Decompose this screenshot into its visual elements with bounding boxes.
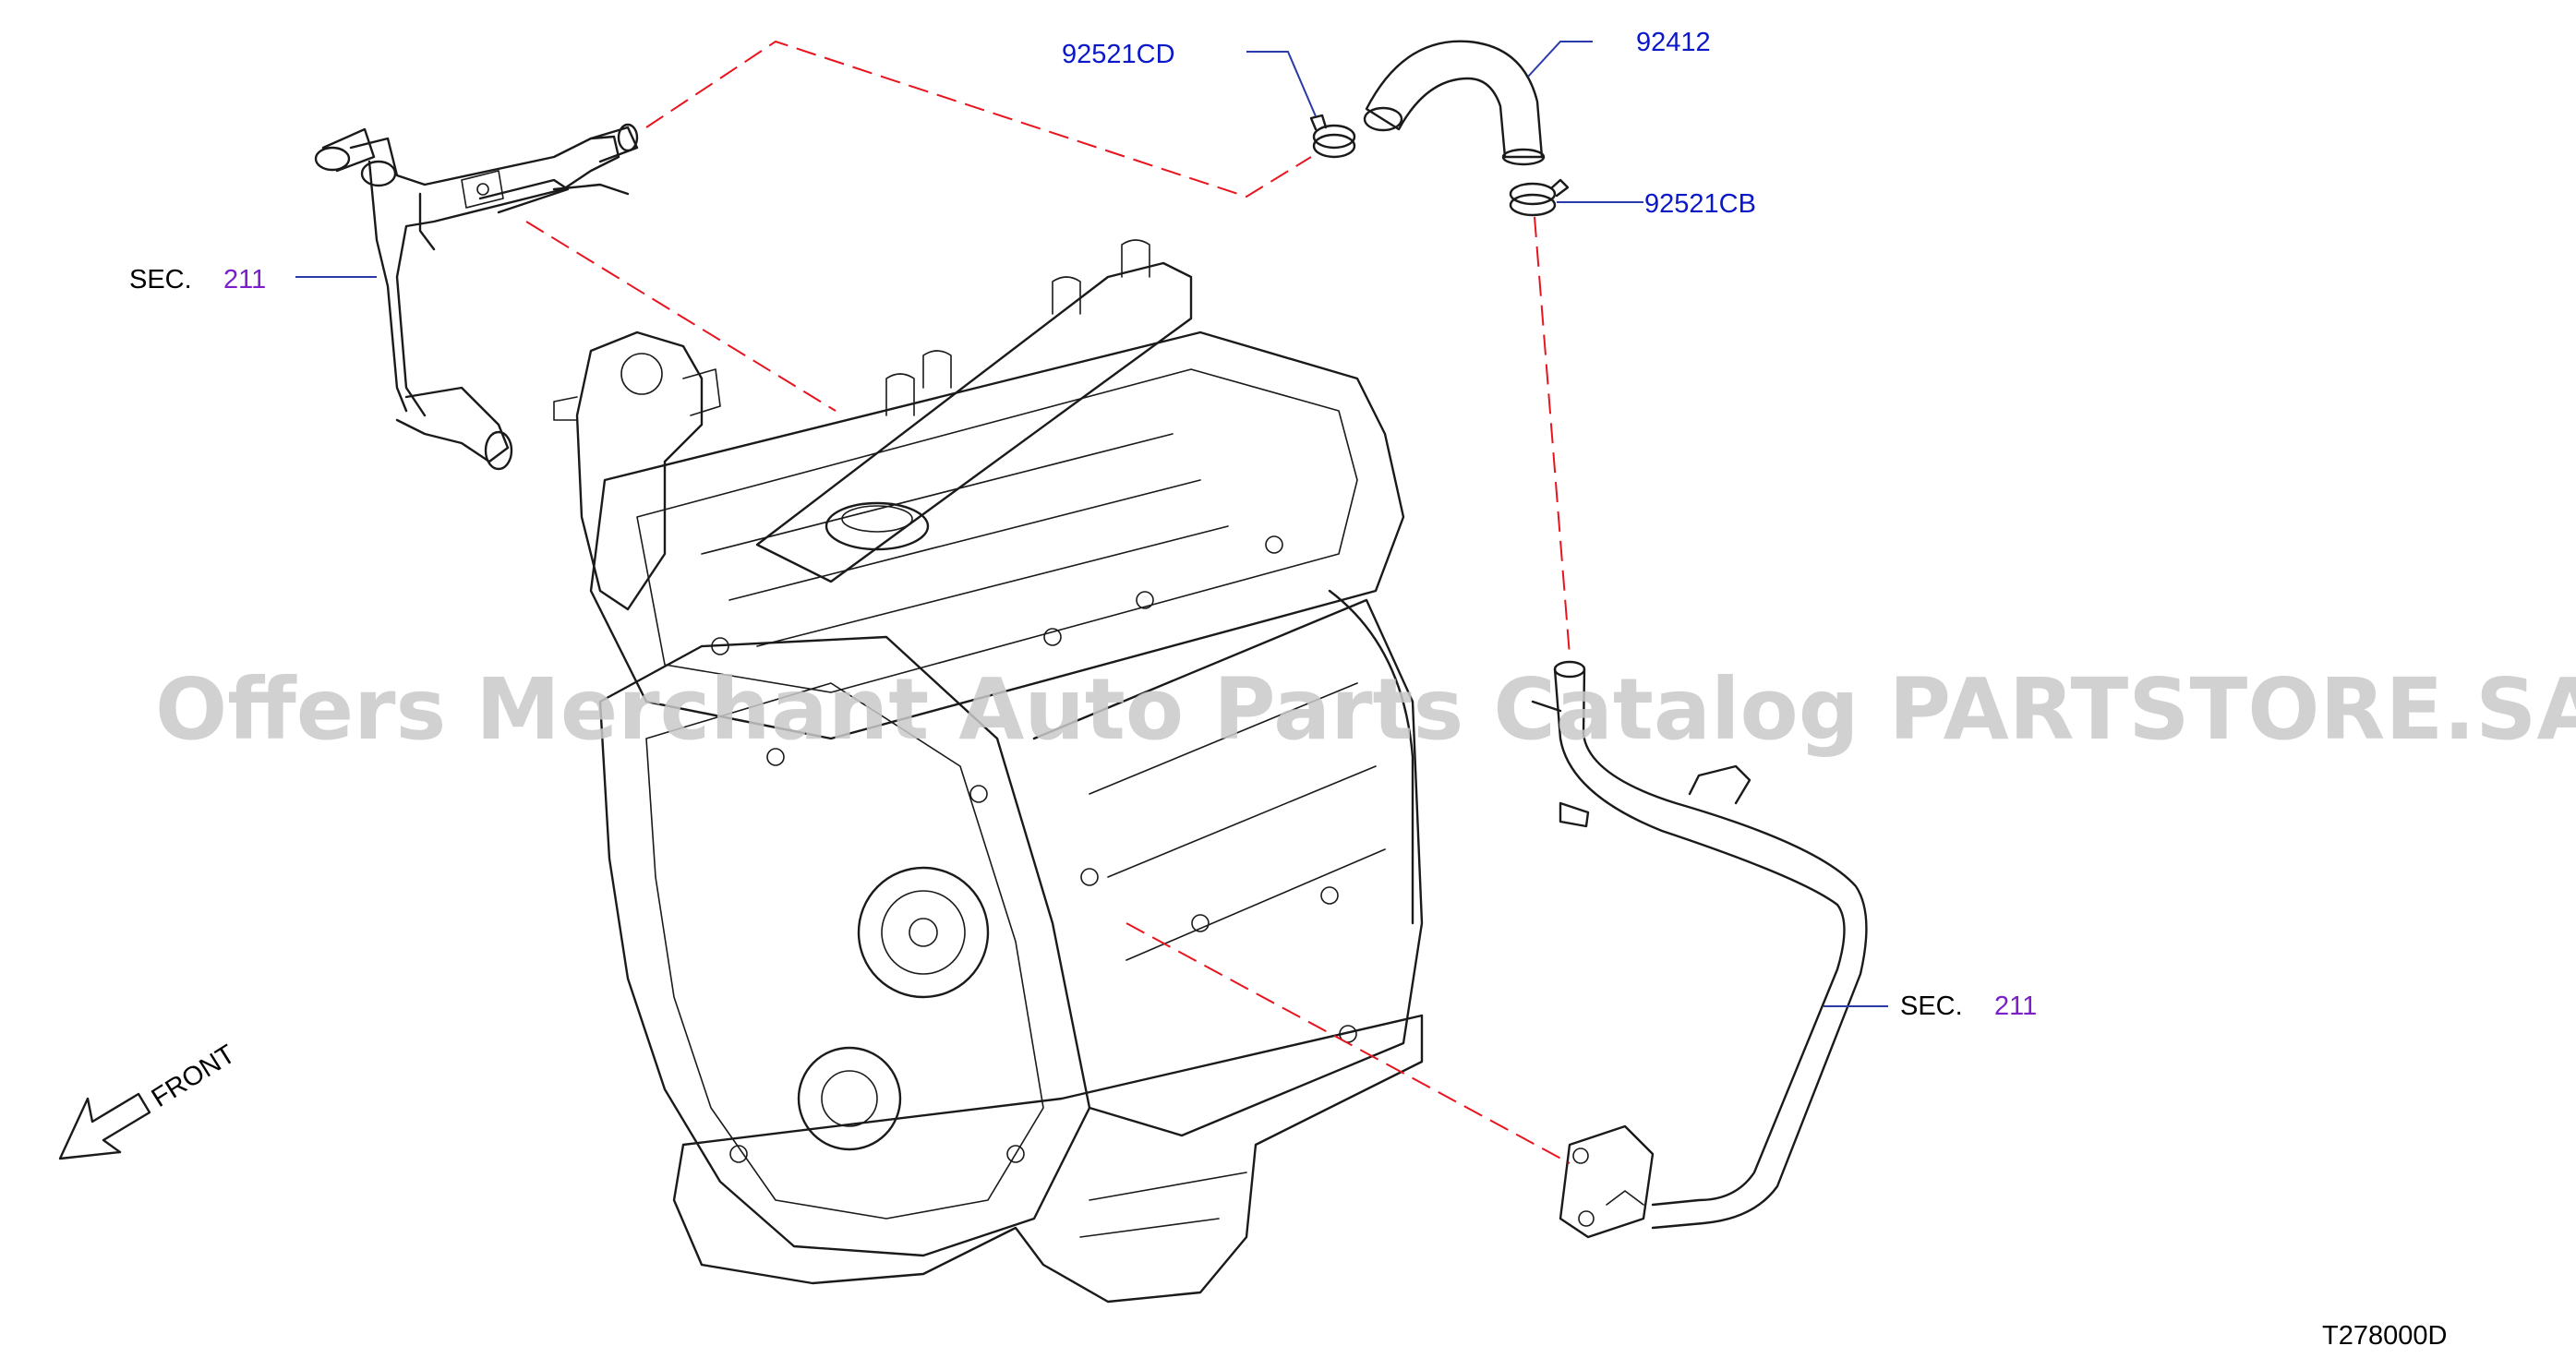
alignment-dashed-lines	[525, 40, 1571, 1164]
part-label-92521CB[interactable]: 92521CB	[1644, 189, 1756, 219]
label-leader-lines	[295, 41, 1888, 1007]
hose-clamp-92521CB-drawing	[1509, 178, 1570, 217]
diagram-code: T278000D	[2322, 1321, 2447, 1351]
watermark-text: Offers Merchant Auto Parts Catalog PARTS…	[155, 660, 2576, 759]
part-label-92412[interactable]: 92412	[1636, 28, 1711, 57]
front-label: FRONT	[147, 1040, 241, 1113]
engine-assembly-drawing	[553, 239, 1424, 1304]
section-label-upper: SEC.	[129, 265, 192, 294]
front-direction-arrow	[58, 1092, 151, 1160]
hose-92412-drawing	[1363, 40, 1546, 166]
part-label-92521CD[interactable]: 92521CD	[1062, 40, 1175, 69]
water-pipe-right	[1531, 660, 1868, 1239]
water-pipe-upper-left	[314, 123, 639, 471]
section-ref-upper[interactable]: 211	[223, 265, 266, 294]
hose-clamp-92521CD-drawing	[1309, 114, 1356, 159]
section-ref-right[interactable]: 211	[1994, 991, 2037, 1021]
section-label-right: SEC.	[1900, 991, 1963, 1021]
